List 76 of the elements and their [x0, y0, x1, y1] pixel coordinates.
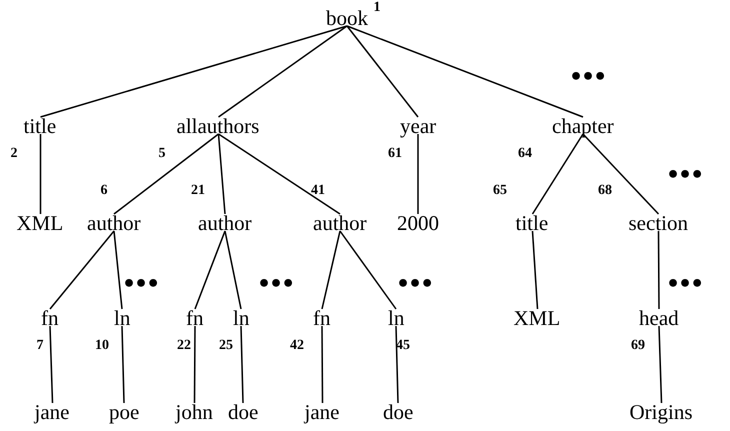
element-label: poe [109, 401, 140, 423]
tree-edge [40, 25, 348, 118]
element-label: section [628, 212, 688, 234]
node-number: 1 [374, 1, 380, 15]
node-number: 25 [219, 339, 233, 353]
element-label: title [24, 115, 56, 137]
tree-edge [194, 326, 196, 403]
ellipsis-mark: ••• [257, 277, 294, 293]
node-number: 22 [177, 339, 191, 353]
node-number: 21 [191, 184, 205, 198]
element-label: head [639, 307, 679, 329]
element-label: ln [114, 307, 130, 329]
node-number: 64 [518, 147, 532, 161]
element-label: jane [34, 401, 70, 423]
tree-edge [321, 230, 341, 310]
tree-edge [532, 230, 538, 310]
element-label: jane [304, 401, 340, 423]
node-number: 61 [388, 147, 402, 161]
tree-edge [224, 230, 242, 310]
tree-edge [346, 25, 584, 118]
node-number: 5 [158, 147, 166, 161]
element-label: title [516, 212, 548, 234]
node-number: 45 [396, 339, 410, 353]
element-label: fn [186, 307, 204, 329]
ellipsis-mark: ••• [122, 277, 158, 293]
node-number: 41 [311, 184, 325, 198]
tree-edge [658, 231, 660, 309]
node-number: 2 [10, 147, 18, 161]
element-label: doe [228, 401, 258, 423]
tree-edge [532, 134, 584, 214]
element-label: ln [388, 307, 404, 329]
element-label: book [326, 7, 368, 29]
tree-edge [49, 326, 54, 404]
tree-edge [114, 133, 219, 215]
element-label: XML [16, 212, 64, 234]
ellipsis-mark: ••• [666, 168, 702, 184]
element-label: john [176, 401, 213, 423]
element-label: year [400, 115, 436, 137]
tree-edge [113, 230, 123, 310]
tree-edge [49, 230, 115, 310]
element-label: fn [41, 307, 58, 329]
ellipsis-mark: ••• [569, 70, 606, 86]
tree-edge [582, 133, 660, 215]
tree-edge [121, 326, 125, 404]
tree-edge [40, 134, 42, 214]
element-label: fn [313, 307, 330, 329]
node-number: 6 [100, 184, 108, 198]
element-label: ln [233, 307, 250, 329]
element-label: author [198, 212, 252, 234]
element-label: Origins [630, 401, 692, 423]
element-label: 2000 [397, 212, 439, 234]
tree-edge [417, 134, 419, 214]
tree-edge [339, 230, 397, 310]
node-number: 65 [493, 184, 507, 198]
ellipsis-mark: ••• [666, 277, 702, 293]
element-label: XML [514, 307, 560, 329]
node-number: 68 [598, 184, 612, 198]
tree-edge [321, 326, 324, 403]
tree-edge [346, 26, 419, 118]
element-label: author [87, 212, 141, 234]
tree-edge [395, 326, 399, 404]
tree-edge [218, 133, 340, 215]
element-label: chapter [552, 115, 614, 137]
node-number: 42 [290, 339, 304, 353]
element-label: allauthors [176, 115, 260, 137]
tree-edge [194, 230, 226, 310]
tree-edge [218, 25, 348, 118]
tree-edge [218, 134, 226, 214]
node-number: 7 [36, 339, 44, 353]
element-label: doe [383, 401, 414, 423]
node-number: 10 [95, 339, 109, 353]
element-label: author [313, 212, 367, 234]
tree-edge [658, 326, 662, 404]
ellipsis-mark: ••• [396, 277, 432, 293]
tree-edge [240, 326, 244, 404]
node-number: 69 [631, 339, 645, 353]
